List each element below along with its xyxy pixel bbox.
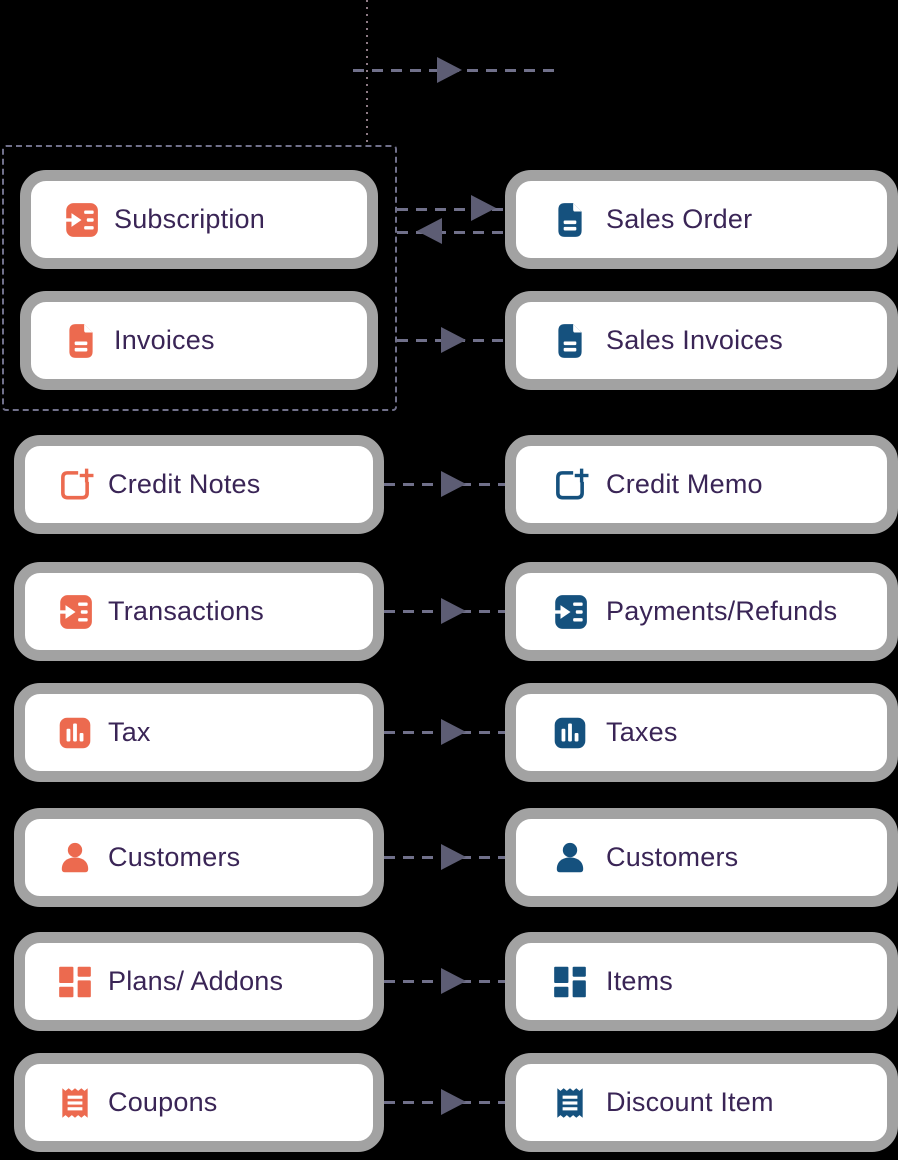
node-coupons: Coupons bbox=[14, 1053, 384, 1152]
right-arrowhead-icon bbox=[441, 968, 466, 994]
node-taxes: Taxes bbox=[505, 683, 898, 782]
node-discount-item: Discount Item bbox=[505, 1053, 898, 1152]
node-credit-memo: Credit Memo bbox=[505, 435, 898, 534]
node-sales-invoices: Sales Invoices bbox=[505, 291, 898, 390]
node-customers: Customers bbox=[14, 808, 384, 907]
top-dotted-guide-line bbox=[366, 0, 368, 146]
node-invoices: Invoices bbox=[20, 291, 378, 390]
transfer-icon bbox=[547, 593, 589, 631]
left-arrowhead-icon bbox=[417, 218, 442, 244]
node-label: Sales Order bbox=[606, 204, 753, 234]
node-label: Tax bbox=[108, 717, 151, 747]
node-payments-refunds: Payments/Refunds bbox=[505, 562, 898, 661]
document-icon bbox=[62, 322, 100, 360]
transfer-icon bbox=[52, 593, 94, 631]
credit-note-icon bbox=[551, 466, 589, 504]
node-label: Customers bbox=[108, 842, 241, 872]
node-label: Plans/ Addons bbox=[108, 966, 284, 996]
node-label: Invoices bbox=[114, 325, 215, 355]
node-label: Discount Item bbox=[606, 1087, 774, 1117]
top-connector-arrowhead-icon bbox=[437, 57, 462, 83]
bar-chart-icon bbox=[56, 714, 94, 752]
subscription-invoices-group-outline bbox=[2, 145, 397, 411]
person-icon bbox=[551, 839, 589, 877]
node-label: Customers bbox=[606, 842, 739, 872]
right-arrowhead-icon bbox=[471, 195, 496, 221]
node-subscription: Subscription bbox=[20, 170, 378, 269]
node-customers: Customers bbox=[505, 808, 898, 907]
node-items: Items bbox=[505, 932, 898, 1031]
coupon-icon bbox=[551, 1084, 589, 1122]
document-icon bbox=[551, 201, 589, 239]
transfer-icon bbox=[58, 201, 100, 239]
node-label: Taxes bbox=[606, 717, 678, 747]
coupon-icon bbox=[56, 1084, 94, 1122]
grid-icon bbox=[56, 963, 94, 1001]
grid-icon bbox=[551, 963, 589, 1001]
node-credit-notes: Credit Notes bbox=[14, 435, 384, 534]
node-tax: Tax bbox=[14, 683, 384, 782]
node-sales-order: Sales Order bbox=[505, 170, 898, 269]
right-arrowhead-icon bbox=[441, 719, 466, 745]
person-icon bbox=[56, 839, 94, 877]
connector-line-to-left bbox=[397, 231, 505, 234]
node-label: Credit Notes bbox=[108, 469, 261, 499]
credit-note-icon bbox=[56, 466, 94, 504]
node-plans-addons: Plans/ Addons bbox=[14, 932, 384, 1031]
right-arrowhead-icon bbox=[441, 1089, 466, 1115]
node-transactions: Transactions bbox=[14, 562, 384, 661]
node-label: Payments/Refunds bbox=[606, 596, 838, 626]
right-arrowhead-icon bbox=[441, 471, 466, 497]
connector-line-to-right bbox=[397, 208, 505, 211]
bar-chart-icon bbox=[551, 714, 589, 752]
node-label: Transactions bbox=[108, 596, 264, 626]
document-icon bbox=[551, 322, 589, 360]
right-arrowhead-icon bbox=[441, 844, 466, 870]
node-label: Coupons bbox=[108, 1087, 218, 1117]
node-label: Subscription bbox=[114, 204, 265, 234]
node-label: Items bbox=[606, 966, 674, 996]
node-label: Credit Memo bbox=[606, 469, 763, 499]
right-arrowhead-icon bbox=[441, 598, 466, 624]
right-arrowhead-icon bbox=[441, 327, 466, 353]
node-label: Sales Invoices bbox=[606, 325, 783, 355]
